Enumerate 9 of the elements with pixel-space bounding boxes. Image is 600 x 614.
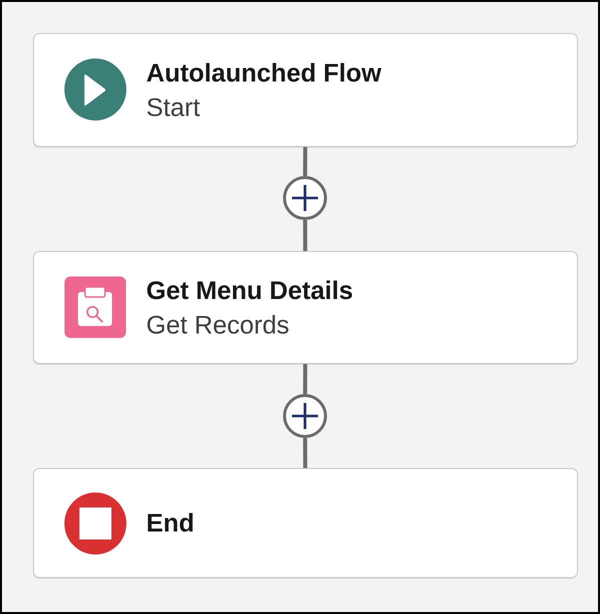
connector-line [303, 438, 308, 468]
step-type-label: Start [147, 98, 200, 116]
step-title: End [148, 513, 193, 532]
step-title: Get Menu Details [147, 280, 352, 300]
step-type-label: Get Records [147, 315, 288, 334]
connector-line [303, 147, 308, 176]
connector-line [303, 364, 308, 394]
step-title: Autolaunched Flow [146, 63, 382, 82]
connector-line [303, 220, 308, 252]
